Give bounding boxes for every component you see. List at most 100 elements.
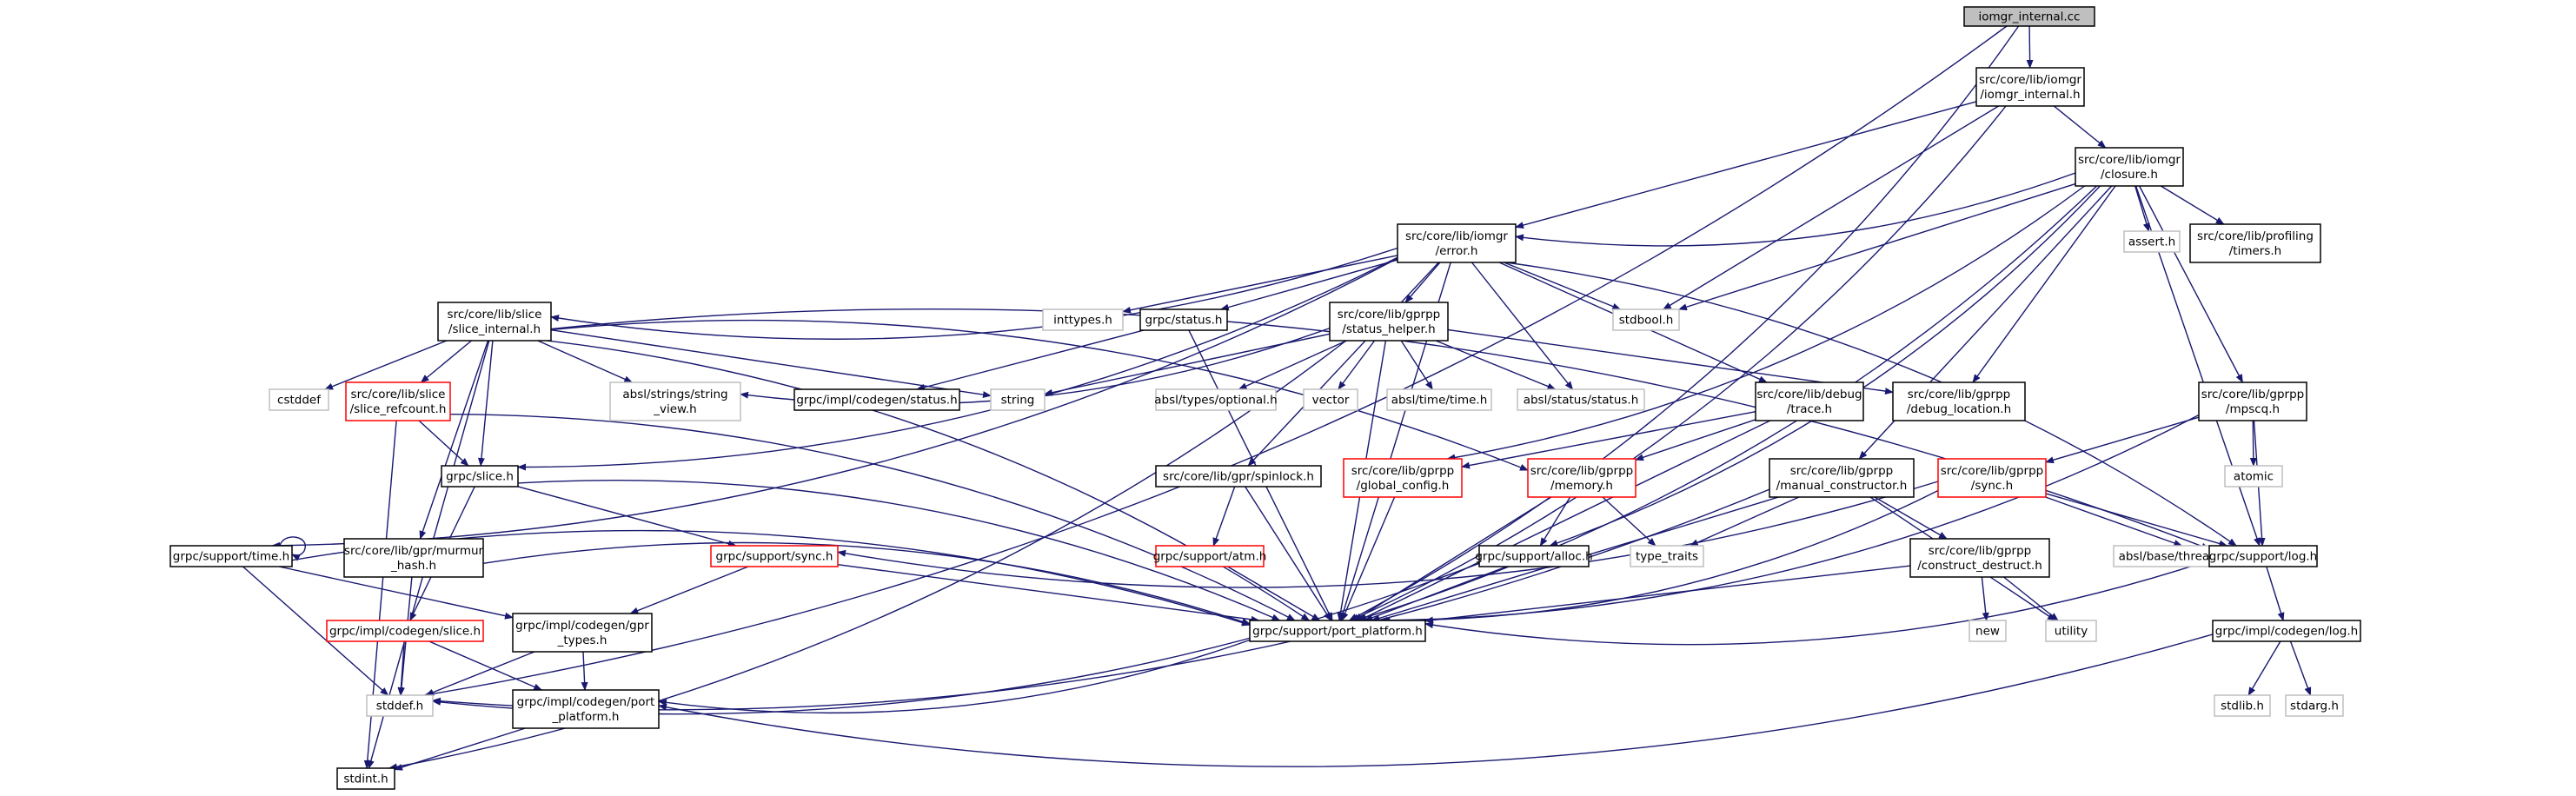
edge-error_h-to-inttypes_h — [1122, 255, 1398, 314]
edge-grpc_status_h-to-codegen_status_h — [916, 329, 1145, 391]
node-box — [2123, 230, 2181, 253]
node-memory_h[interactable]: src/core/lib/gprpp/memory.h — [1527, 458, 1637, 498]
node-string: string — [990, 388, 1046, 411]
edge-slice_refcount_h-to-slice_h — [418, 420, 469, 467]
node-utility: utility — [2045, 620, 2097, 642]
node-stdint_h[interactable]: stdint.h — [336, 767, 395, 790]
edge-slice_internal_h-to-cstddef — [324, 340, 448, 390]
node-label: cstddef — [277, 394, 322, 408]
node-label: src/core/lib/gprpp — [1530, 464, 1634, 478]
node-sync_h[interactable]: src/core/lib/gprpp/sync.h — [1937, 458, 2047, 498]
node-slice_internal_h[interactable]: src/core/lib/slice/slice_internal.h — [437, 302, 552, 342]
node-slice_refcount_h[interactable]: src/core/lib/slice/slice_refcount.h — [345, 381, 451, 421]
edge-status_helper_h-to-optional_h — [1238, 340, 1347, 390]
edge-spinlock_h-to-port_platform_h — [1245, 486, 1331, 621]
node-timers_h[interactable]: src/core/lib/profiling/timers.h — [2189, 223, 2321, 263]
node-label: /memory.h — [1550, 479, 1613, 493]
node-box — [990, 388, 1046, 411]
node-label: _platform.h — [552, 710, 620, 724]
edge-slice_internal_h-to-slice_h — [477, 340, 494, 467]
edge-sync_h-to-port_platform_h — [1381, 489, 1939, 625]
edge-trace_h-to-global_config_h — [1461, 411, 1756, 469]
node-box — [1249, 620, 1426, 642]
node-manual_constructor_h[interactable]: src/core/lib/gprpp/manual_constructor.h — [1769, 458, 1915, 498]
node-label: src/core/lib/slice — [351, 388, 446, 401]
node-box — [1386, 388, 1492, 411]
edge-support_log_h-to-codegen_log_h — [2266, 566, 2285, 621]
edge-slice_internal_h-to-slice_refcount_h — [420, 340, 472, 383]
node-assert_h: assert.h — [2123, 230, 2181, 253]
node-mpscq_h[interactable]: src/core/lib/gprpp/mpscq.h — [2198, 381, 2307, 421]
node-atm_h[interactable]: grpc/support/atm.h — [1153, 545, 1267, 567]
edge-atm_h-to-port_platform_h — [1227, 566, 1321, 621]
edge-slice_h-to-port_platform_h — [517, 479, 1281, 621]
node-slice_h[interactable]: grpc/slice.h — [441, 465, 519, 488]
node-label: grpc/support/time.h — [173, 550, 289, 564]
node-construct_destruct_h[interactable]: src/core/lib/gprpp/construct_destruct.h — [1909, 538, 2050, 578]
node-support_log_h[interactable]: grpc/support/log.h — [2208, 545, 2318, 567]
node-box — [1975, 67, 2085, 107]
node-support_sync_h[interactable]: grpc/support/sync.h — [710, 545, 839, 567]
node-trace_h[interactable]: src/core/lib/debug/trace.h — [1755, 381, 1864, 421]
node-optional_h: absl/types/optional.h — [1154, 388, 1278, 411]
edge-codegen_log_h-to-stdarg_h — [2289, 640, 2312, 696]
node-grpc_status_h[interactable]: grpc/status.h — [1139, 308, 1228, 331]
node-label: stdlib.h — [2221, 700, 2264, 713]
edge-closure_h-to-global_config_h — [1446, 185, 2086, 461]
node-label: grpc/support/alloc.h — [1475, 550, 1592, 564]
node-label: string — [1001, 394, 1035, 408]
edge-closure_h-to-error_h — [1515, 172, 2076, 247]
node-label: src/core/lib/iomgr — [2078, 153, 2181, 167]
node-closure_h[interactable]: src/core/lib/iomgr/closure.h — [2075, 147, 2184, 187]
node-label: src/core/lib/profiling — [2197, 229, 2314, 243]
node-label: /manual_constructor.h — [1776, 479, 1908, 493]
edge-closure_h-to-timers_h — [2160, 185, 2225, 225]
node-port_platform_h[interactable]: grpc/support/port_platform.h — [1249, 620, 1426, 642]
node-gpr_types_h[interactable]: grpc/impl/codegen/gpr_types.h — [512, 613, 653, 653]
node-codegen_slice_h[interactable]: grpc/impl/codegen/slice.h — [326, 620, 484, 642]
node-box — [1527, 458, 1637, 498]
node-label: absl/status/status.h — [1524, 394, 1639, 408]
node-codegen_status_h[interactable]: grpc/impl/codegen/status.h — [793, 388, 960, 411]
edge-root-to-port_platform_h — [1348, 25, 2020, 621]
node-stdbool_h: stdbool.h — [1612, 308, 1680, 331]
node-box — [1155, 545, 1265, 567]
edge-root-to-iomgr_internal_h — [2026, 25, 2034, 69]
node-label: src/core/lib/iomgr — [1405, 229, 1508, 243]
node-debug_location_h[interactable]: src/core/lib/gprpp/debug_location.h — [1892, 381, 2026, 421]
node-time_h_absl: absl/time/time.h — [1386, 388, 1492, 411]
node-box — [2198, 381, 2307, 421]
node-global_config_h[interactable]: src/core/lib/gprpp/global_config.h — [1343, 458, 1463, 498]
edge-closure_h-to-mpscq_h — [2138, 185, 2244, 383]
edge-sync_h-to-support_log_h — [2045, 493, 2228, 547]
node-label: src/core/lib/gprpp — [1790, 464, 1894, 478]
node-box — [793, 388, 960, 411]
edge-spinlock_h-to-atm_h — [1212, 486, 1236, 547]
node-box — [269, 388, 329, 411]
node-murmur_hash_h[interactable]: src/core/lib/gpr/murmur_hash.h — [343, 538, 484, 578]
edge-slice_internal_h-to-support_log_h — [550, 308, 2210, 550]
node-box — [169, 545, 293, 567]
node-iomgr_internal_h[interactable]: src/core/lib/iomgr/iomgr_internal.h — [1975, 67, 2085, 107]
node-string_view_h: absl/strings/string_view.h — [609, 381, 741, 421]
node-label: absl/time/time.h — [1391, 394, 1488, 408]
node-label: /iomgr_internal.h — [1980, 88, 2080, 102]
node-status_helper_h[interactable]: src/core/lib/gprpp/status_helper.h — [1329, 302, 1449, 342]
edge-iomgr_internal_h-to-error_h — [1515, 101, 1977, 229]
node-alloc_h[interactable]: grpc/support/alloc.h — [1475, 545, 1593, 567]
node-codegen_port_platform_h[interactable]: grpc/impl/codegen/port_platform.h — [512, 689, 660, 729]
edge-manual_constructor_h-to-construct_destruct_h — [1874, 496, 1948, 540]
node-label: _hash.h — [390, 559, 436, 573]
node-support_time_h[interactable]: grpc/support/time.h — [169, 545, 293, 567]
node-root[interactable]: iomgr_internal.cc — [1963, 6, 2095, 27]
node-inttypes_h: inttypes.h — [1042, 308, 1124, 331]
edge-error_h-to-support_time_h — [271, 257, 1398, 549]
edge-error_h-to-spinlock_h — [1247, 262, 1439, 467]
node-spinlock_h[interactable]: src/core/lib/gpr/spinlock.h — [1155, 465, 1322, 488]
node-box — [326, 620, 484, 642]
node-label: src/core/lib/gprpp — [1338, 308, 1441, 322]
node-error_h[interactable]: src/core/lib/iomgr/error.h — [1397, 223, 1517, 263]
node-codegen_log_h[interactable]: grpc/impl/codegen/log.h — [2212, 620, 2361, 642]
edge-error_h-to-slice_internal_h — [550, 247, 1398, 340]
